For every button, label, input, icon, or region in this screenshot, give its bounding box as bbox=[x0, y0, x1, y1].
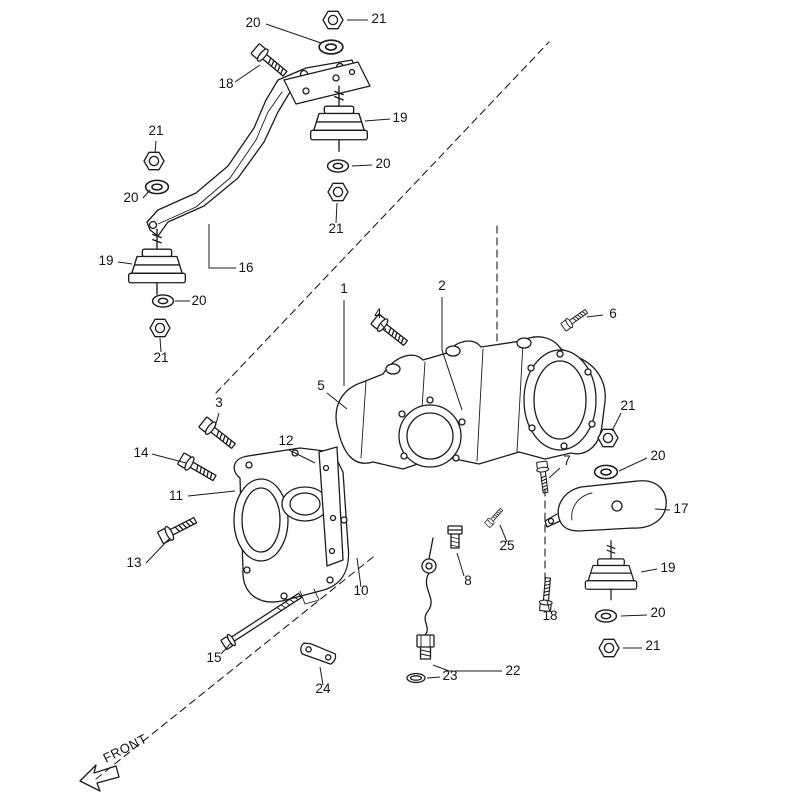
transfer-case-housing bbox=[335, 336, 606, 470]
callout-label: 20 bbox=[650, 448, 665, 463]
callout-label: 14 bbox=[133, 445, 149, 460]
front-direction-arrow: FRONT bbox=[79, 731, 150, 792]
engine-mount-19-right bbox=[584, 540, 638, 601]
hex-nut-top bbox=[322, 10, 344, 30]
hex-nut-left-lower bbox=[149, 318, 171, 338]
callout-label: 4 bbox=[374, 306, 382, 321]
callout-label: 20 bbox=[191, 293, 206, 308]
callout-label: 22 bbox=[505, 663, 520, 678]
callout-label: 23 bbox=[442, 668, 457, 683]
construction-lines bbox=[95, 41, 550, 780]
callout-label: 2 bbox=[438, 278, 446, 293]
flat-washer-top bbox=[318, 39, 344, 55]
flat-washer-right-lower bbox=[594, 609, 618, 623]
hex-nut-right-lower bbox=[598, 638, 620, 658]
flat-washer-left-lower bbox=[151, 294, 175, 308]
callout-label: 5 bbox=[317, 378, 325, 393]
callout-label: 11 bbox=[169, 488, 183, 503]
callout-label: 21 bbox=[153, 350, 168, 365]
leader-lines bbox=[117, 19, 671, 686]
mount-cover-17 bbox=[544, 480, 667, 532]
callout-label: 18 bbox=[218, 76, 233, 91]
callout-label: 12 bbox=[278, 433, 293, 448]
long-bolt-15 bbox=[220, 592, 303, 650]
flange-bolt-14 bbox=[176, 451, 219, 486]
hex-nut-under-top-mount bbox=[327, 182, 349, 202]
flange-bolt-18-right bbox=[538, 576, 555, 613]
o-ring-23 bbox=[406, 672, 426, 684]
front-label: FRONT bbox=[101, 731, 150, 766]
flange-bolt-3 bbox=[197, 415, 239, 453]
callout-label: 20 bbox=[123, 190, 138, 205]
hex-nut-right-upper bbox=[597, 428, 619, 448]
flat-washer-right-upper bbox=[593, 464, 619, 480]
callout-label: 20 bbox=[245, 15, 260, 30]
gasket-plate-12 bbox=[318, 446, 344, 567]
clamp-pin-25 bbox=[483, 506, 505, 529]
stud-bolt-7 bbox=[535, 460, 553, 494]
callout-label: 21 bbox=[371, 11, 386, 26]
front-arrow-icon bbox=[79, 764, 120, 792]
callout-labels: 20 21 18 19 20 21 21 20 19 16 20 21 1 2 … bbox=[98, 11, 688, 696]
callout-label: 6 bbox=[609, 306, 617, 321]
callout-label: 24 bbox=[315, 681, 331, 696]
hex-nut-left-upper bbox=[143, 151, 165, 171]
switch-assembly-22 bbox=[416, 537, 437, 660]
plug-8 bbox=[447, 525, 463, 549]
callout-label: 25 bbox=[499, 538, 514, 553]
callout-label: 1 bbox=[340, 281, 348, 296]
callout-label: 15 bbox=[206, 650, 221, 665]
callout-label: 19 bbox=[392, 110, 407, 125]
callout-label: 18 bbox=[542, 608, 557, 623]
engine-mount-19-left bbox=[127, 228, 187, 295]
callout-label: 21 bbox=[148, 123, 163, 138]
callout-label: 10 bbox=[353, 583, 368, 598]
callout-label: 16 bbox=[238, 260, 253, 275]
callout-label: 8 bbox=[464, 573, 472, 588]
callout-label: 17 bbox=[673, 501, 688, 516]
callout-label: 20 bbox=[650, 605, 665, 620]
callout-label: 21 bbox=[645, 638, 660, 653]
flat-washer-under-top-mount bbox=[326, 159, 350, 173]
breather-valve-6 bbox=[559, 306, 590, 333]
callout-label: 13 bbox=[126, 555, 141, 570]
bracket-mount-plate bbox=[283, 61, 371, 105]
callout-label: 20 bbox=[375, 156, 390, 171]
callout-label: 19 bbox=[98, 253, 113, 268]
stopper-bracket-24 bbox=[300, 642, 337, 665]
callout-label: 19 bbox=[660, 560, 675, 575]
callout-label: 21 bbox=[620, 398, 635, 413]
flange-bolt-13 bbox=[156, 512, 200, 546]
flange-bolt-18-top bbox=[249, 42, 291, 81]
front-cover-housing bbox=[233, 447, 350, 605]
callout-label: 21 bbox=[328, 221, 343, 236]
callout-label: 7 bbox=[563, 453, 571, 468]
callout-label: 3 bbox=[215, 395, 223, 410]
